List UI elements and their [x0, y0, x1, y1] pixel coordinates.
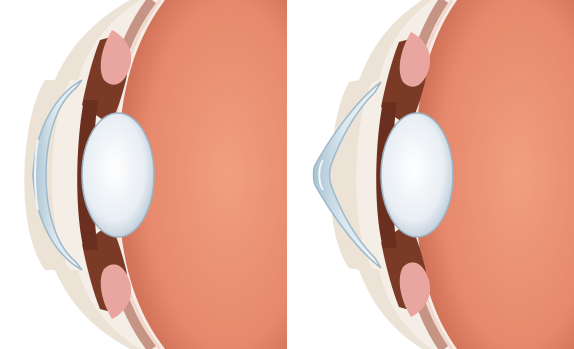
- normal-eye-panel: [0, 0, 287, 349]
- lens: [381, 113, 453, 237]
- normal-eye-illustration: [0, 0, 287, 349]
- keratoconus-eye-illustration: [287, 0, 574, 349]
- lens: [82, 113, 154, 237]
- keratoconus-eye-panel: [287, 0, 574, 349]
